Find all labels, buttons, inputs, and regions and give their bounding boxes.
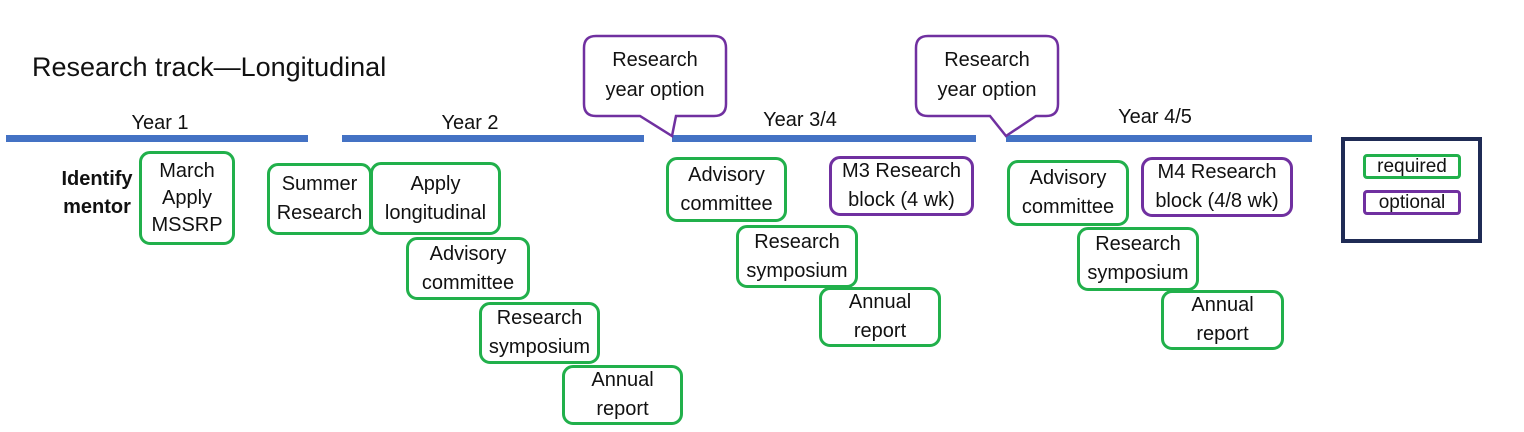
timeline-bar-year-1 bbox=[6, 135, 308, 142]
step-year2-research-symposium: Research symposium bbox=[479, 302, 600, 364]
step-year2-advisory-committee: Advisory committee bbox=[406, 237, 530, 300]
year-label-3-4: Year 3/4 bbox=[763, 109, 837, 131]
callout-research-year-option-2: Research year option bbox=[937, 49, 1037, 101]
year-label-4-5: Year 4/5 bbox=[1118, 106, 1192, 128]
legend-required: required bbox=[1363, 154, 1461, 179]
step-m4-research-block: M4 Research block (4/8 wk) bbox=[1141, 157, 1293, 217]
step-year4-annual-report: Annual report bbox=[1161, 290, 1284, 350]
callout-bubble-2 bbox=[914, 34, 1060, 138]
legend-frame bbox=[1341, 137, 1482, 243]
timeline-bar-year-4-5 bbox=[1006, 135, 1312, 142]
year-label-2: Year 2 bbox=[441, 112, 499, 134]
diagram-title: Research track—Longitudinal bbox=[32, 52, 387, 82]
callout-bubble-1 bbox=[582, 34, 728, 139]
step-year3-annual-report: Annual report bbox=[819, 287, 941, 347]
legend-optional: optional bbox=[1363, 190, 1461, 215]
timeline-bar-year-2 bbox=[342, 135, 644, 142]
callout-research-year-option-1: Research year option bbox=[605, 49, 705, 101]
step-year3-advisory-committee: Advisory committee bbox=[666, 157, 787, 222]
step-apply-longitudinal: Apply longitudinal bbox=[370, 162, 501, 235]
step-march-apply-mssrp: March Apply MSSRP bbox=[139, 151, 235, 245]
step-year4-advisory-committee: Advisory committee bbox=[1007, 160, 1129, 226]
step-year4-research-symposium: Research symposium bbox=[1077, 227, 1199, 291]
year-label-1: Year 1 bbox=[131, 112, 189, 134]
step-summer-research: Summer Research bbox=[267, 163, 372, 235]
step-m3-research-block: M3 Research block (4 wk) bbox=[829, 156, 974, 216]
identify-mentor-label: Identify mentor bbox=[61, 168, 133, 218]
step-year2-annual-report: Annual report bbox=[562, 365, 683, 425]
step-year3-research-symposium: Research symposium bbox=[736, 225, 858, 288]
timeline-bar-year-3-4 bbox=[672, 135, 976, 142]
